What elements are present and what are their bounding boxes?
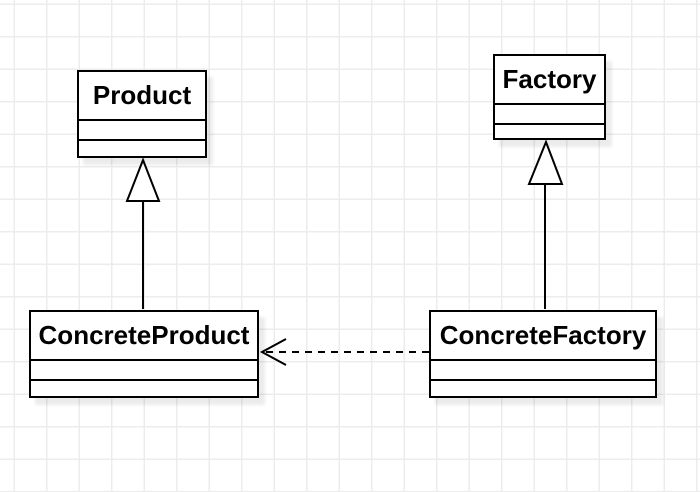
- class-title-label: ConcreteFactory: [439, 320, 647, 350]
- methods-compartment: [31, 379, 257, 396]
- class-box-factory[interactable]: Factory: [493, 54, 606, 140]
- open-arrowhead: [259, 338, 287, 366]
- class-title-label: Factory: [502, 64, 597, 94]
- methods-compartment: [431, 379, 655, 396]
- methods-compartment: [495, 123, 604, 138]
- attributes-compartment: [31, 359, 257, 379]
- attributes-compartment: [79, 119, 205, 139]
- class-box-product[interactable]: Product: [77, 70, 207, 158]
- dependency-edge-concretefactory-to-concreteproduct[interactable]: [259, 338, 429, 366]
- attributes-compartment: [431, 359, 655, 379]
- methods-compartment: [79, 139, 205, 156]
- class-title-label: ConcreteProduct: [38, 320, 250, 350]
- class-title-label: Product: [92, 80, 192, 110]
- class-box-concreteproduct[interactable]: ConcreteProduct: [29, 310, 259, 398]
- hollow-triangle-arrowhead: [527, 139, 564, 185]
- class-box-concretefactory[interactable]: ConcreteFactory: [429, 310, 657, 398]
- generalization-edge-concretefactory-to-factory[interactable]: [527, 139, 564, 309]
- hollow-triangle-arrowhead: [125, 157, 161, 202]
- generalization-edge-concreteproduct-to-product[interactable]: [125, 157, 161, 309]
- attributes-compartment: [495, 103, 604, 123]
